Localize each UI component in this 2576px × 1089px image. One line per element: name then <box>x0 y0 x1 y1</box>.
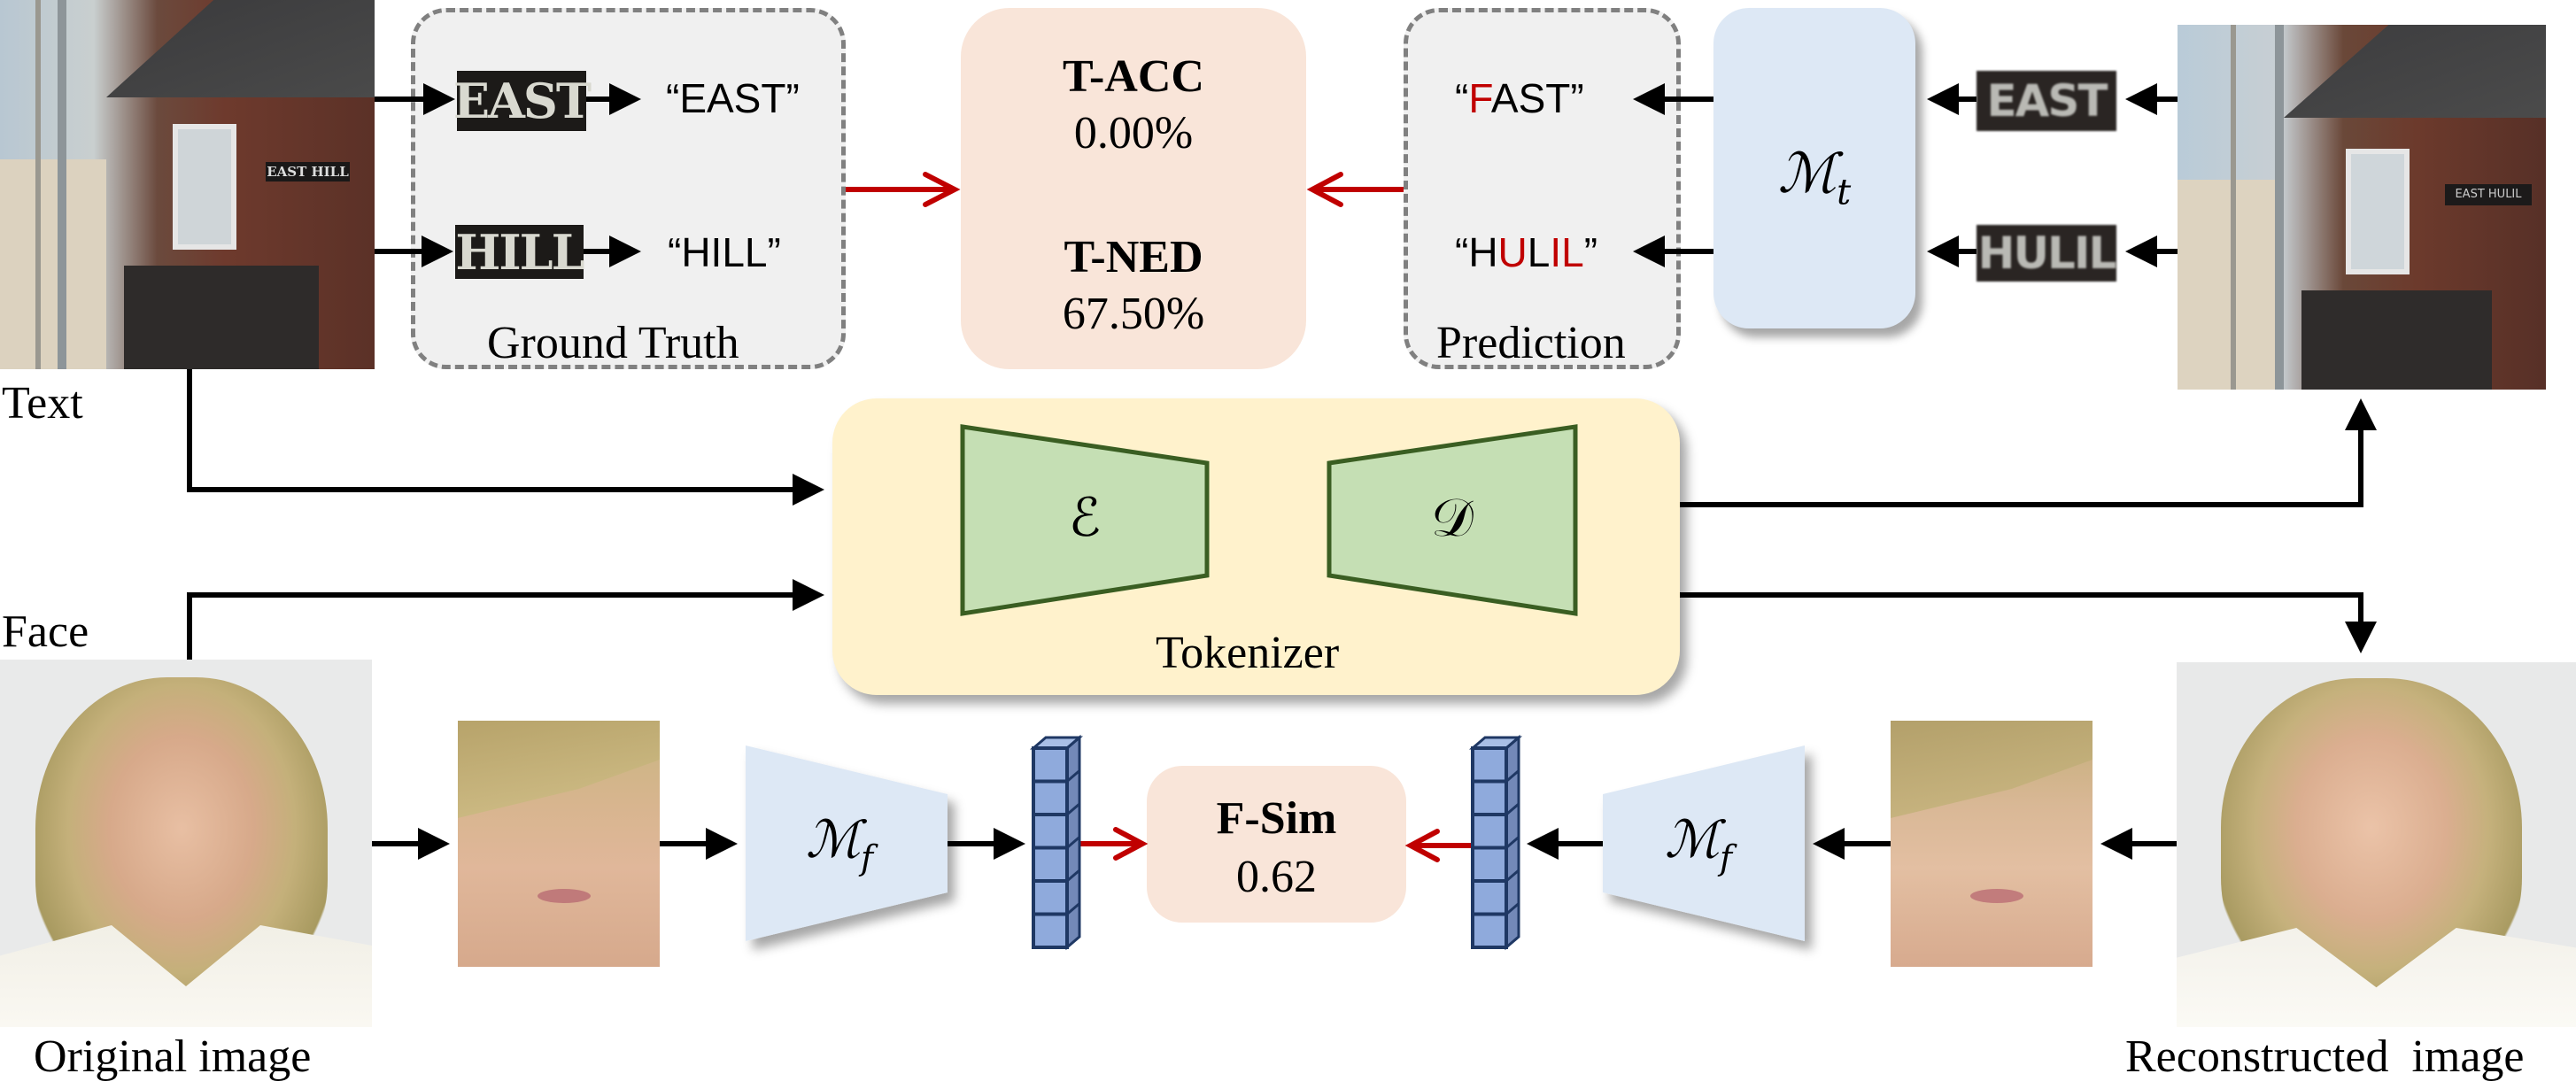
prediction-box <box>1404 8 1681 369</box>
red-arrow-gt-to-metrics <box>846 172 961 207</box>
arrow-face-to-tokenizer <box>187 579 824 660</box>
text-recognizer-box: ℳt <box>1713 8 1915 328</box>
vector-cell-edge <box>1505 869 1520 883</box>
vector-cell <box>1471 879 1508 916</box>
vector-cell-edge <box>1066 869 1080 883</box>
sign-east-hill: EAST HILL <box>266 162 350 182</box>
original-face-crop <box>458 721 660 967</box>
red-arrow-vector-to-fsim <box>1079 827 1149 861</box>
vector-cell <box>1032 746 1069 784</box>
vector-cell-edge <box>1505 802 1520 816</box>
face-model-left-symbol: ℳf <box>806 809 878 877</box>
vector-cell-edge <box>1066 902 1080 915</box>
pred-string-fast: “FAST” <box>1455 78 1584 119</box>
vector-cell-edge <box>1066 769 1080 783</box>
vector-cell-edge <box>1505 769 1520 783</box>
gt-string-hill: “HILL” <box>668 229 781 275</box>
correct-char: AST” <box>1490 75 1584 121</box>
reconstructed-text-image: EAST HULIL <box>2178 25 2546 390</box>
vector-cell-edge <box>1505 836 1520 849</box>
vector-cell <box>1032 813 1069 850</box>
ground-truth-box <box>411 8 846 369</box>
decoder-trapezoid <box>1327 424 1578 616</box>
recon-crop-east: EAST <box>1976 71 2116 131</box>
vector-cell <box>1032 912 1069 949</box>
error-char: IL <box>1550 229 1584 275</box>
text-metrics-box: T-ACC 0.00% T-NED 67.50% <box>961 8 1306 369</box>
arrow-tokenizer-to-recon-text <box>1680 398 2377 507</box>
correct-char: “H <box>1455 229 1498 275</box>
correct-char: L <box>1527 229 1551 275</box>
vector-cell <box>1471 779 1508 816</box>
reconstructed-image-label: Reconstructed image <box>2125 1031 2525 1082</box>
ground-truth-label: Ground Truth <box>487 318 739 368</box>
vector-cell <box>1471 912 1508 949</box>
face-input-label: Face <box>2 606 89 657</box>
arrow-text-to-tokenizer <box>187 369 824 506</box>
fsim-value: 0.62 <box>1236 852 1317 902</box>
correct-char: “ <box>1455 75 1469 121</box>
reconstructed-face-image <box>2177 662 2576 1027</box>
correct-char: ” <box>1583 229 1598 275</box>
text-recognizer-symbol: ℳt <box>1777 141 1852 213</box>
prediction-label: Prediction <box>1436 318 1626 368</box>
gt-crop-hill: HILL <box>455 223 585 281</box>
feature-vector-reconstructed <box>1468 734 1523 951</box>
gt-crop-east: EAST <box>453 71 592 131</box>
fsim-label: F-Sim <box>1216 793 1337 844</box>
red-arrow-vector2-to-fsim <box>1404 829 1473 862</box>
vector-cell-edge <box>1066 802 1080 816</box>
vector-cell <box>1471 846 1508 883</box>
vector-cell-edge <box>1066 736 1080 750</box>
vector-cell-edge <box>1505 736 1520 750</box>
tned-value: 67.50% <box>1062 289 1205 339</box>
text-input-label: Text <box>2 378 83 429</box>
pred-string-hulil: “HULIL” <box>1455 232 1597 273</box>
arrow-tokenizer-to-recon-face <box>1680 592 2377 653</box>
feature-vector-original <box>1029 734 1084 951</box>
face-model-left <box>746 745 948 941</box>
vector-cell <box>1032 879 1069 916</box>
face-model-right <box>1603 745 1805 941</box>
vector-cell <box>1471 746 1508 784</box>
vector-cell <box>1471 813 1508 850</box>
error-char: F <box>1468 75 1491 121</box>
tokenizer-label: Tokenizer <box>1156 628 1340 678</box>
original-text-image: EAST HILL <box>0 0 375 369</box>
original-image-label: Original image <box>34 1031 312 1082</box>
gt-string-east: “EAST” <box>666 75 800 121</box>
vector-cell-edge <box>1066 836 1080 849</box>
tacc-label: T-ACC <box>1063 51 1204 102</box>
vector-cell <box>1032 779 1069 816</box>
encoder-symbol: ℰ <box>1069 487 1101 549</box>
decoder-symbol: 𝒟 <box>1431 487 1474 549</box>
recon-crop-hulil: HULIL <box>1976 225 2116 282</box>
reconstructed-face-crop <box>1891 721 2093 967</box>
error-char: U <box>1497 229 1528 275</box>
original-face-image <box>0 660 372 1027</box>
red-arrow-pred-to-metrics <box>1306 172 1404 207</box>
sign-east-hulil: EAST HULIL <box>2445 184 2532 205</box>
tned-label: T-NED <box>1064 232 1203 282</box>
encoder-trapezoid <box>960 424 1210 616</box>
face-metric-box: F-Sim 0.62 <box>1147 766 1406 923</box>
tacc-value: 0.00% <box>1073 108 1194 158</box>
vector-cell-edge <box>1505 902 1520 915</box>
vector-cell <box>1032 846 1069 883</box>
